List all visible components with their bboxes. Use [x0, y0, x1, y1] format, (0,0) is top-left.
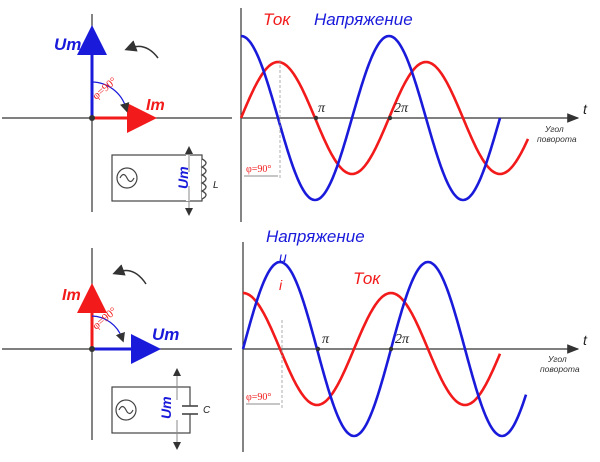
- top-phasor-diagram: Um Im φ=90°: [2, 14, 232, 212]
- top-waveform-graph: Ток Напряжение π 2π φ=90° t Угол поворот…: [239, 8, 588, 222]
- top-rotation-arrow: [124, 40, 159, 59]
- bottom-capacitor-circuit: Um C: [111, 368, 211, 450]
- bottom-angle-caption-2: поворота: [540, 364, 580, 374]
- top-phasor-vertical-label: Um: [54, 35, 81, 54]
- bottom-phase-angle-arc: [91, 315, 125, 343]
- bottom-two-pi-marker: [388, 346, 394, 352]
- bottom-ac-wave-icon: [118, 405, 134, 415]
- top-component-letter: L: [213, 180, 219, 191]
- top-current-wave: [239, 60, 530, 176]
- bottom-rotation-arrow: [112, 264, 147, 285]
- bottom-two-pi-label: 2π: [395, 332, 410, 347]
- bottom-pi-marker: [315, 346, 321, 352]
- bottom-component-letter: C: [203, 405, 211, 416]
- bottom-current-legend: Ток: [353, 269, 381, 288]
- top-phase-angle-arc: [91, 81, 130, 113]
- top-phasor-origin: [89, 115, 95, 121]
- bottom-u-label: u: [279, 249, 287, 265]
- top-two-pi-marker: [387, 115, 393, 121]
- bottom-voltage-wave: [241, 260, 528, 438]
- top-pi-label: π: [318, 101, 326, 116]
- bottom-voltage-legend: Напряжение: [266, 227, 365, 246]
- bottom-phasor-horizontal-label: Um: [152, 325, 179, 344]
- top-current-legend: Ток: [263, 10, 291, 29]
- top-t-label: t: [583, 101, 588, 117]
- bottom-waveform-graph: Напряжение u i Ток π 2π φ=90° t Угол пов…: [241, 227, 588, 452]
- bottom-circuit-meter-label: Um: [158, 396, 174, 419]
- top-graph-phase-label: φ=90°: [246, 164, 271, 175]
- bottom-pi-label: π: [322, 332, 330, 347]
- top-voltage-wave: [240, 34, 502, 202]
- top-circuit-meter-label: Um: [175, 166, 191, 189]
- bottom-graph-phase-label: φ=90°: [246, 392, 271, 403]
- bottom-phasor-origin: [89, 346, 95, 352]
- top-voltage-legend: Напряжение: [314, 10, 413, 29]
- top-phasor-angle-label: φ=90°: [90, 75, 119, 102]
- bottom-i-label: i: [279, 277, 283, 293]
- top-phasor-horizontal-label: Im: [146, 97, 165, 114]
- bottom-angle-caption-1: Угол: [547, 354, 567, 364]
- top-pi-marker: [313, 115, 319, 121]
- top-angle-caption-1: Угол: [544, 124, 564, 134]
- top-ac-wave-icon: [119, 173, 135, 183]
- top-angle-caption-2: поворота: [537, 134, 577, 144]
- bottom-current-wave: [242, 291, 502, 407]
- bottom-phasor-angle-label: φ=90°: [90, 305, 119, 332]
- top-inductor-circuit: Um L: [111, 146, 219, 216]
- bottom-phasor-vertical-label: Im: [62, 287, 81, 304]
- top-two-pi-label: 2π: [394, 101, 409, 116]
- bottom-t-label: t: [583, 332, 588, 348]
- top-inductor-coil-icon: [200, 158, 207, 200]
